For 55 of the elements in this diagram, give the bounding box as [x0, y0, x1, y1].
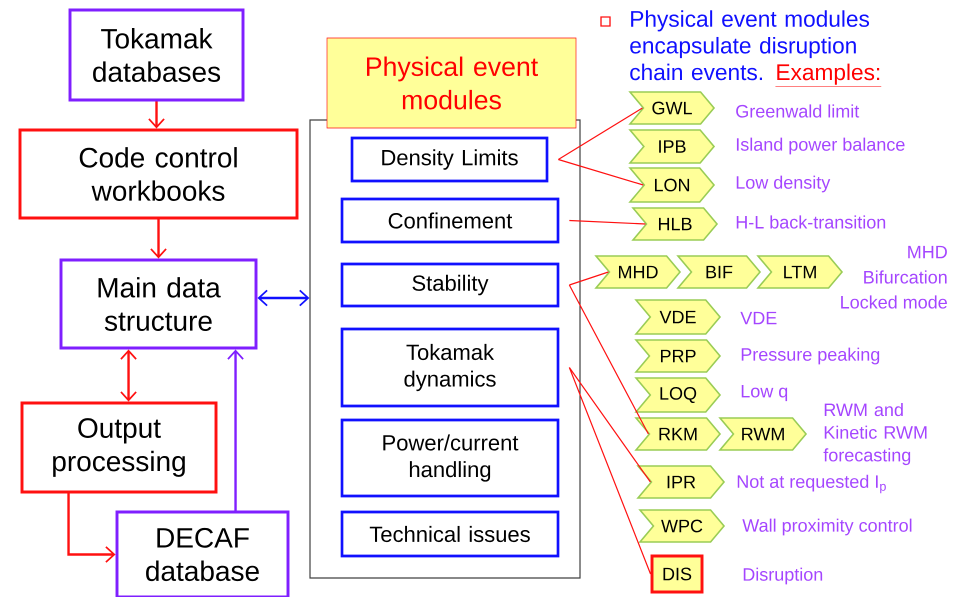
arrow: [150, 219, 167, 259]
event-tag: RKM: [634, 417, 722, 451]
event-description: RWM and Kinetic RWM forecasting: [824, 402, 926, 466]
event-tag: HLB: [631, 207, 718, 241]
module-box: Power/current handling: [340, 418, 560, 498]
event-tag: LON: [628, 167, 716, 203]
event-box: DIS: [650, 554, 704, 594]
connector-line: [558, 158, 644, 186]
event-tag: IPR: [636, 465, 726, 499]
event-description: MHD: [908, 246, 947, 258]
event-description: Pressure peaking: [742, 348, 880, 364]
event-description: Island power balance: [736, 138, 905, 154]
process-box: Code control workbooks: [18, 128, 298, 220]
event-description: Low density: [736, 176, 830, 192]
event-description: Locked mode: [841, 295, 947, 309]
event-description: H-L back-transition: [736, 215, 886, 229]
event-tag: LOQ: [634, 377, 722, 413]
process-box: DECAF database: [116, 510, 290, 597]
event-description: Low q: [742, 384, 788, 402]
module-box: Technical issues: [340, 510, 560, 558]
event-tag: MHD: [594, 255, 682, 289]
event-description: Disruption: [744, 568, 822, 584]
module-box: Stability: [340, 262, 560, 308]
arrow: [120, 349, 137, 402]
connector-line: [568, 367, 652, 574]
event-tag: BIF: [676, 255, 762, 289]
event-description: VDE: [740, 312, 776, 324]
event-description: Greenwald limit: [736, 104, 860, 118]
event-description: Bifurcation: [864, 270, 947, 284]
process-box: Main data structure: [60, 258, 258, 350]
module-box: Tokamak dynamics: [340, 328, 560, 408]
event-tag: IPB: [628, 129, 716, 164]
event-tag: WPC: [638, 509, 726, 543]
connector-line: [568, 367, 651, 482]
connector-line: [568, 284, 649, 434]
event-tag: VDE: [634, 299, 722, 335]
event-description: Wall proximity control: [742, 518, 912, 536]
process-box: Output processing: [20, 402, 218, 494]
connector-line: [569, 271, 609, 286]
note-text: Physical event modules encapsulate disruption chain events. Examples:: [630, 10, 882, 87]
arrow: [148, 101, 165, 129]
module-box: Confinement: [340, 198, 560, 244]
arrow: [227, 349, 244, 511]
event-description: Not at requested I$_{p}$: [738, 474, 886, 494]
connector-line: [569, 220, 646, 225]
arrow: [67, 493, 116, 563]
event-tag: RWM: [718, 417, 808, 451]
process-box: Tokamak databases: [68, 8, 244, 102]
connector-line: [558, 108, 643, 160]
module-box: Density Limits: [350, 136, 548, 182]
arrow: [257, 290, 310, 306]
event-tag: LTM: [756, 255, 844, 289]
event-tag: PRP: [634, 339, 722, 373]
event-tag: GWL: [628, 91, 716, 125]
heading-box: Physical event modules: [326, 38, 576, 128]
